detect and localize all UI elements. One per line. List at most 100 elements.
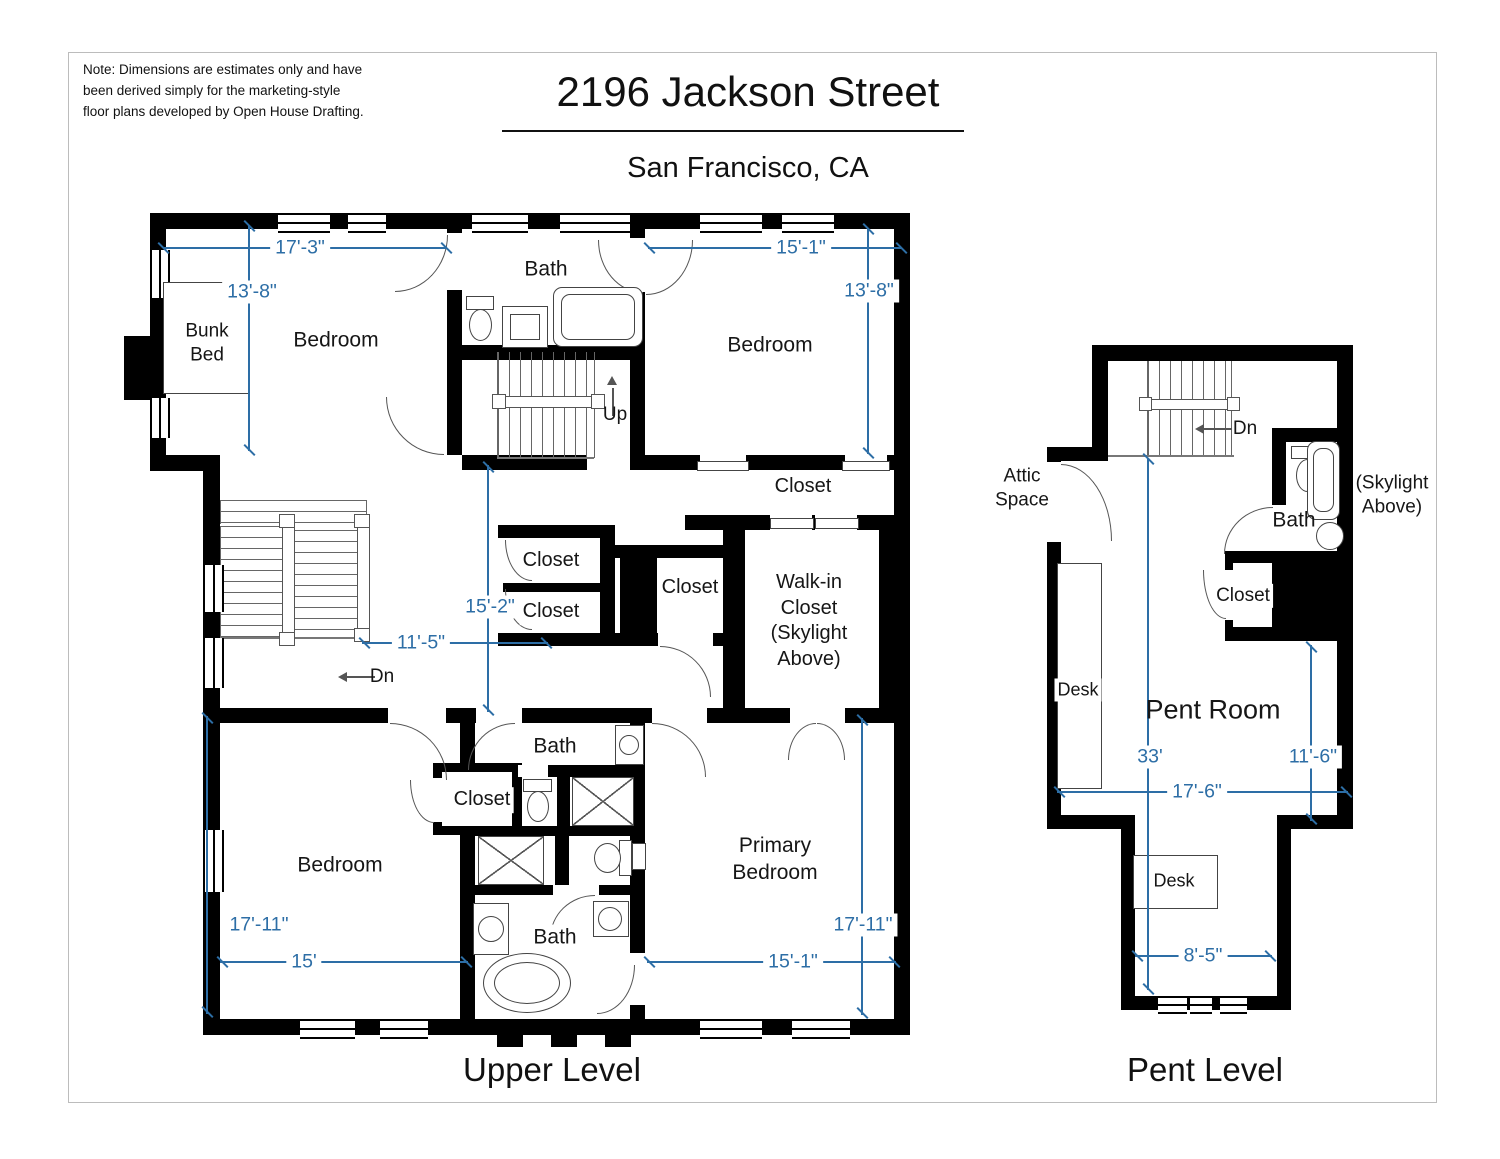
window: [1158, 996, 1187, 1014]
room-label-bath-pent: Bath: [1272, 508, 1316, 532]
room-label-bedroom-top-right: Bedroom: [727, 333, 813, 357]
page-title: 2196 Jackson Street: [556, 68, 940, 115]
stair-newel-post: [1139, 397, 1152, 411]
dimension-line: [1147, 458, 1149, 990]
stair-newel-post: [492, 394, 506, 409]
room-label-closet-left-2: Closet: [519, 599, 583, 625]
wall: [879, 515, 894, 708]
window: [1190, 996, 1212, 1014]
wall-opening: [388, 708, 446, 723]
wall: [600, 525, 615, 646]
window: [203, 830, 224, 892]
wall: [1272, 551, 1353, 641]
room-label-bath-bottom: Bath: [530, 924, 580, 952]
stair-newel-post: [354, 514, 370, 528]
wall: [124, 336, 150, 400]
room-label-walk-in-closet: Walk-in Closet (Skylight Above): [770, 570, 848, 670]
wall: [460, 826, 475, 1019]
door-swing-arc: [1061, 464, 1112, 541]
wall-opening: [518, 765, 548, 777]
room-label-closet-pent: Closet: [1213, 583, 1273, 609]
pent-level-title: Pent Level: [1127, 1051, 1283, 1088]
wall: [1272, 428, 1353, 442]
dim-top-right-height: 13'-8": [839, 279, 899, 303]
dim-hall-height: 15'-2": [460, 595, 520, 619]
wall: [1277, 815, 1291, 1010]
shower-fixture: [572, 777, 634, 826]
toilet-fixture: [469, 309, 492, 341]
stair-treads: [293, 530, 361, 633]
window: [560, 213, 630, 233]
wall-opening: [1047, 462, 1061, 542]
desk-bottom-label: Desk: [1153, 870, 1195, 891]
wall-opening: [433, 778, 442, 822]
sink-fixture: [1316, 522, 1344, 550]
fixture: [510, 314, 540, 340]
wall: [615, 545, 723, 558]
stair-treads: [1147, 361, 1232, 402]
dim-top-right-width: 15'-1": [771, 236, 831, 260]
fixture: [598, 907, 622, 931]
direction-arrow-line: [612, 388, 614, 416]
stair-newel-post: [279, 632, 295, 646]
window: [380, 1019, 428, 1039]
page-border-frame: [68, 52, 1437, 1103]
room-label-bunk-bed: Bunk Bed: [185, 320, 229, 366]
fixture: [815, 518, 859, 529]
down-arrow-icon: [1195, 424, 1204, 434]
window: [278, 213, 330, 233]
stair-newel-post: [591, 394, 605, 409]
dimension-line: [362, 642, 548, 644]
fixture: [561, 294, 635, 340]
upper-level-title: Upper Level: [463, 1051, 641, 1088]
stair-newel-post: [279, 514, 295, 528]
wall: [1225, 627, 1353, 641]
desk-furniture: [1057, 563, 1102, 789]
desk-left-label: Desk: [1054, 678, 1102, 702]
wall-opening: [652, 708, 707, 723]
shower-fixture: [478, 836, 544, 885]
title-underline: [502, 130, 964, 132]
dim-pent-right-height: 11'-6": [1283, 745, 1343, 769]
fixture: [478, 916, 504, 942]
window: [700, 1019, 762, 1039]
wall: [460, 826, 645, 836]
fixture: [1313, 448, 1334, 512]
dimension-line: [487, 465, 489, 712]
room-label-closet-bottom: Closet: [450, 787, 514, 813]
dimension-line: [1310, 645, 1312, 821]
wall-opening: [790, 708, 845, 723]
dimension-line: [861, 718, 863, 1015]
dim-top-left-width: 17'-3": [270, 236, 330, 260]
stair-rail: [1143, 399, 1238, 410]
fixture: [619, 735, 639, 755]
skylight-note-label: (Skylight Above): [1355, 472, 1429, 518]
fixture: [842, 461, 890, 471]
dim-top-left-height: 13'-8": [222, 280, 282, 304]
up-arrow-icon: [607, 376, 617, 385]
dim-primary-height: 17'-11": [828, 913, 898, 937]
room-label-closet-center: Closet: [661, 576, 719, 599]
direction-arrow-line: [1202, 428, 1232, 430]
window: [300, 1019, 355, 1039]
room-label-closet-right: Closet: [774, 475, 832, 498]
dimension-line: [220, 961, 468, 963]
wall: [462, 455, 587, 470]
dim-primary-width: 15'-1": [763, 950, 823, 974]
fixture: [632, 843, 646, 870]
wall: [551, 1035, 577, 1047]
wall: [557, 777, 570, 826]
floor-line: [1108, 455, 1234, 457]
attic-space-label: Attic Space: [995, 465, 1049, 511]
dim-bottom-left-width: 15': [286, 950, 322, 974]
wall-opening: [553, 885, 599, 895]
wall: [1092, 345, 1108, 457]
stair-treads: [1147, 407, 1232, 455]
window: [700, 213, 762, 233]
room-label-bath-top: Bath: [524, 257, 568, 281]
wall: [620, 558, 657, 642]
toilet-fixture: [527, 791, 549, 822]
window: [150, 398, 170, 438]
fixture: [466, 296, 494, 310]
